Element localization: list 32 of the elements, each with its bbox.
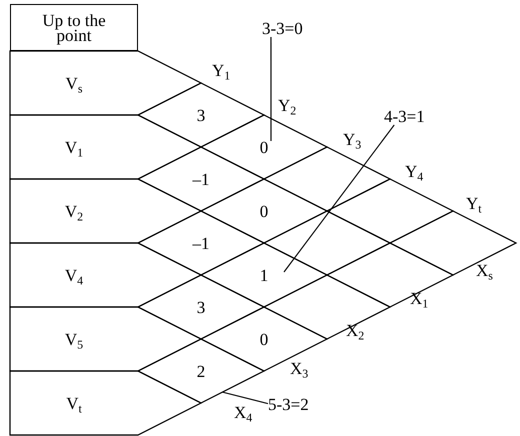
row-label: V$_{1}$ — [64, 140, 84, 154]
cell-value: 3 — [196, 108, 206, 122]
axis-label: Y$_{1}$ — [212, 62, 230, 79]
annotation-text: 5-3=2 — [268, 396, 309, 413]
axis-label: X$_{2}$ — [346, 322, 364, 339]
cell-value: 1 — [260, 268, 268, 282]
axis-label: Y$_{2}$ — [278, 97, 296, 114]
row-label: V$_{2}$ — [64, 204, 84, 218]
axis-label: X$_{4}$ — [234, 404, 252, 421]
cell-value: 3 — [196, 300, 206, 314]
axis-label: X$_{s}$ — [476, 262, 493, 279]
leader-line — [270, 37, 272, 141]
annotation-text: 3-3=0 — [262, 20, 303, 37]
leader-line — [222, 391, 268, 404]
row-label: V$_{5}$ — [64, 332, 84, 346]
cell-value: 0 — [260, 332, 268, 346]
axis-label: X$_{3}$ — [290, 360, 308, 377]
cell-value: –1 — [192, 172, 210, 186]
axis-label: Y$_{3}$ — [343, 131, 362, 148]
axis-label: Y$_{4}$ — [405, 163, 424, 180]
axis-label: X$_{1}$ — [410, 290, 428, 307]
annotation-text: 4-3=1 — [384, 108, 425, 125]
cell-value: 0 — [260, 140, 268, 154]
row-label: V$_{t}$ — [66, 396, 82, 410]
row-label: V$_{4}$ — [64, 268, 84, 282]
axis-label: Y$_{t}$ — [466, 195, 482, 212]
column-header: Up to the point — [10, 4, 138, 51]
row-label: V$_{s}$ — [66, 76, 82, 90]
cell-value: 0 — [260, 204, 268, 218]
cell-value: 2 — [196, 364, 206, 378]
leader-line — [284, 124, 395, 272]
cell-value: –1 — [192, 236, 210, 250]
